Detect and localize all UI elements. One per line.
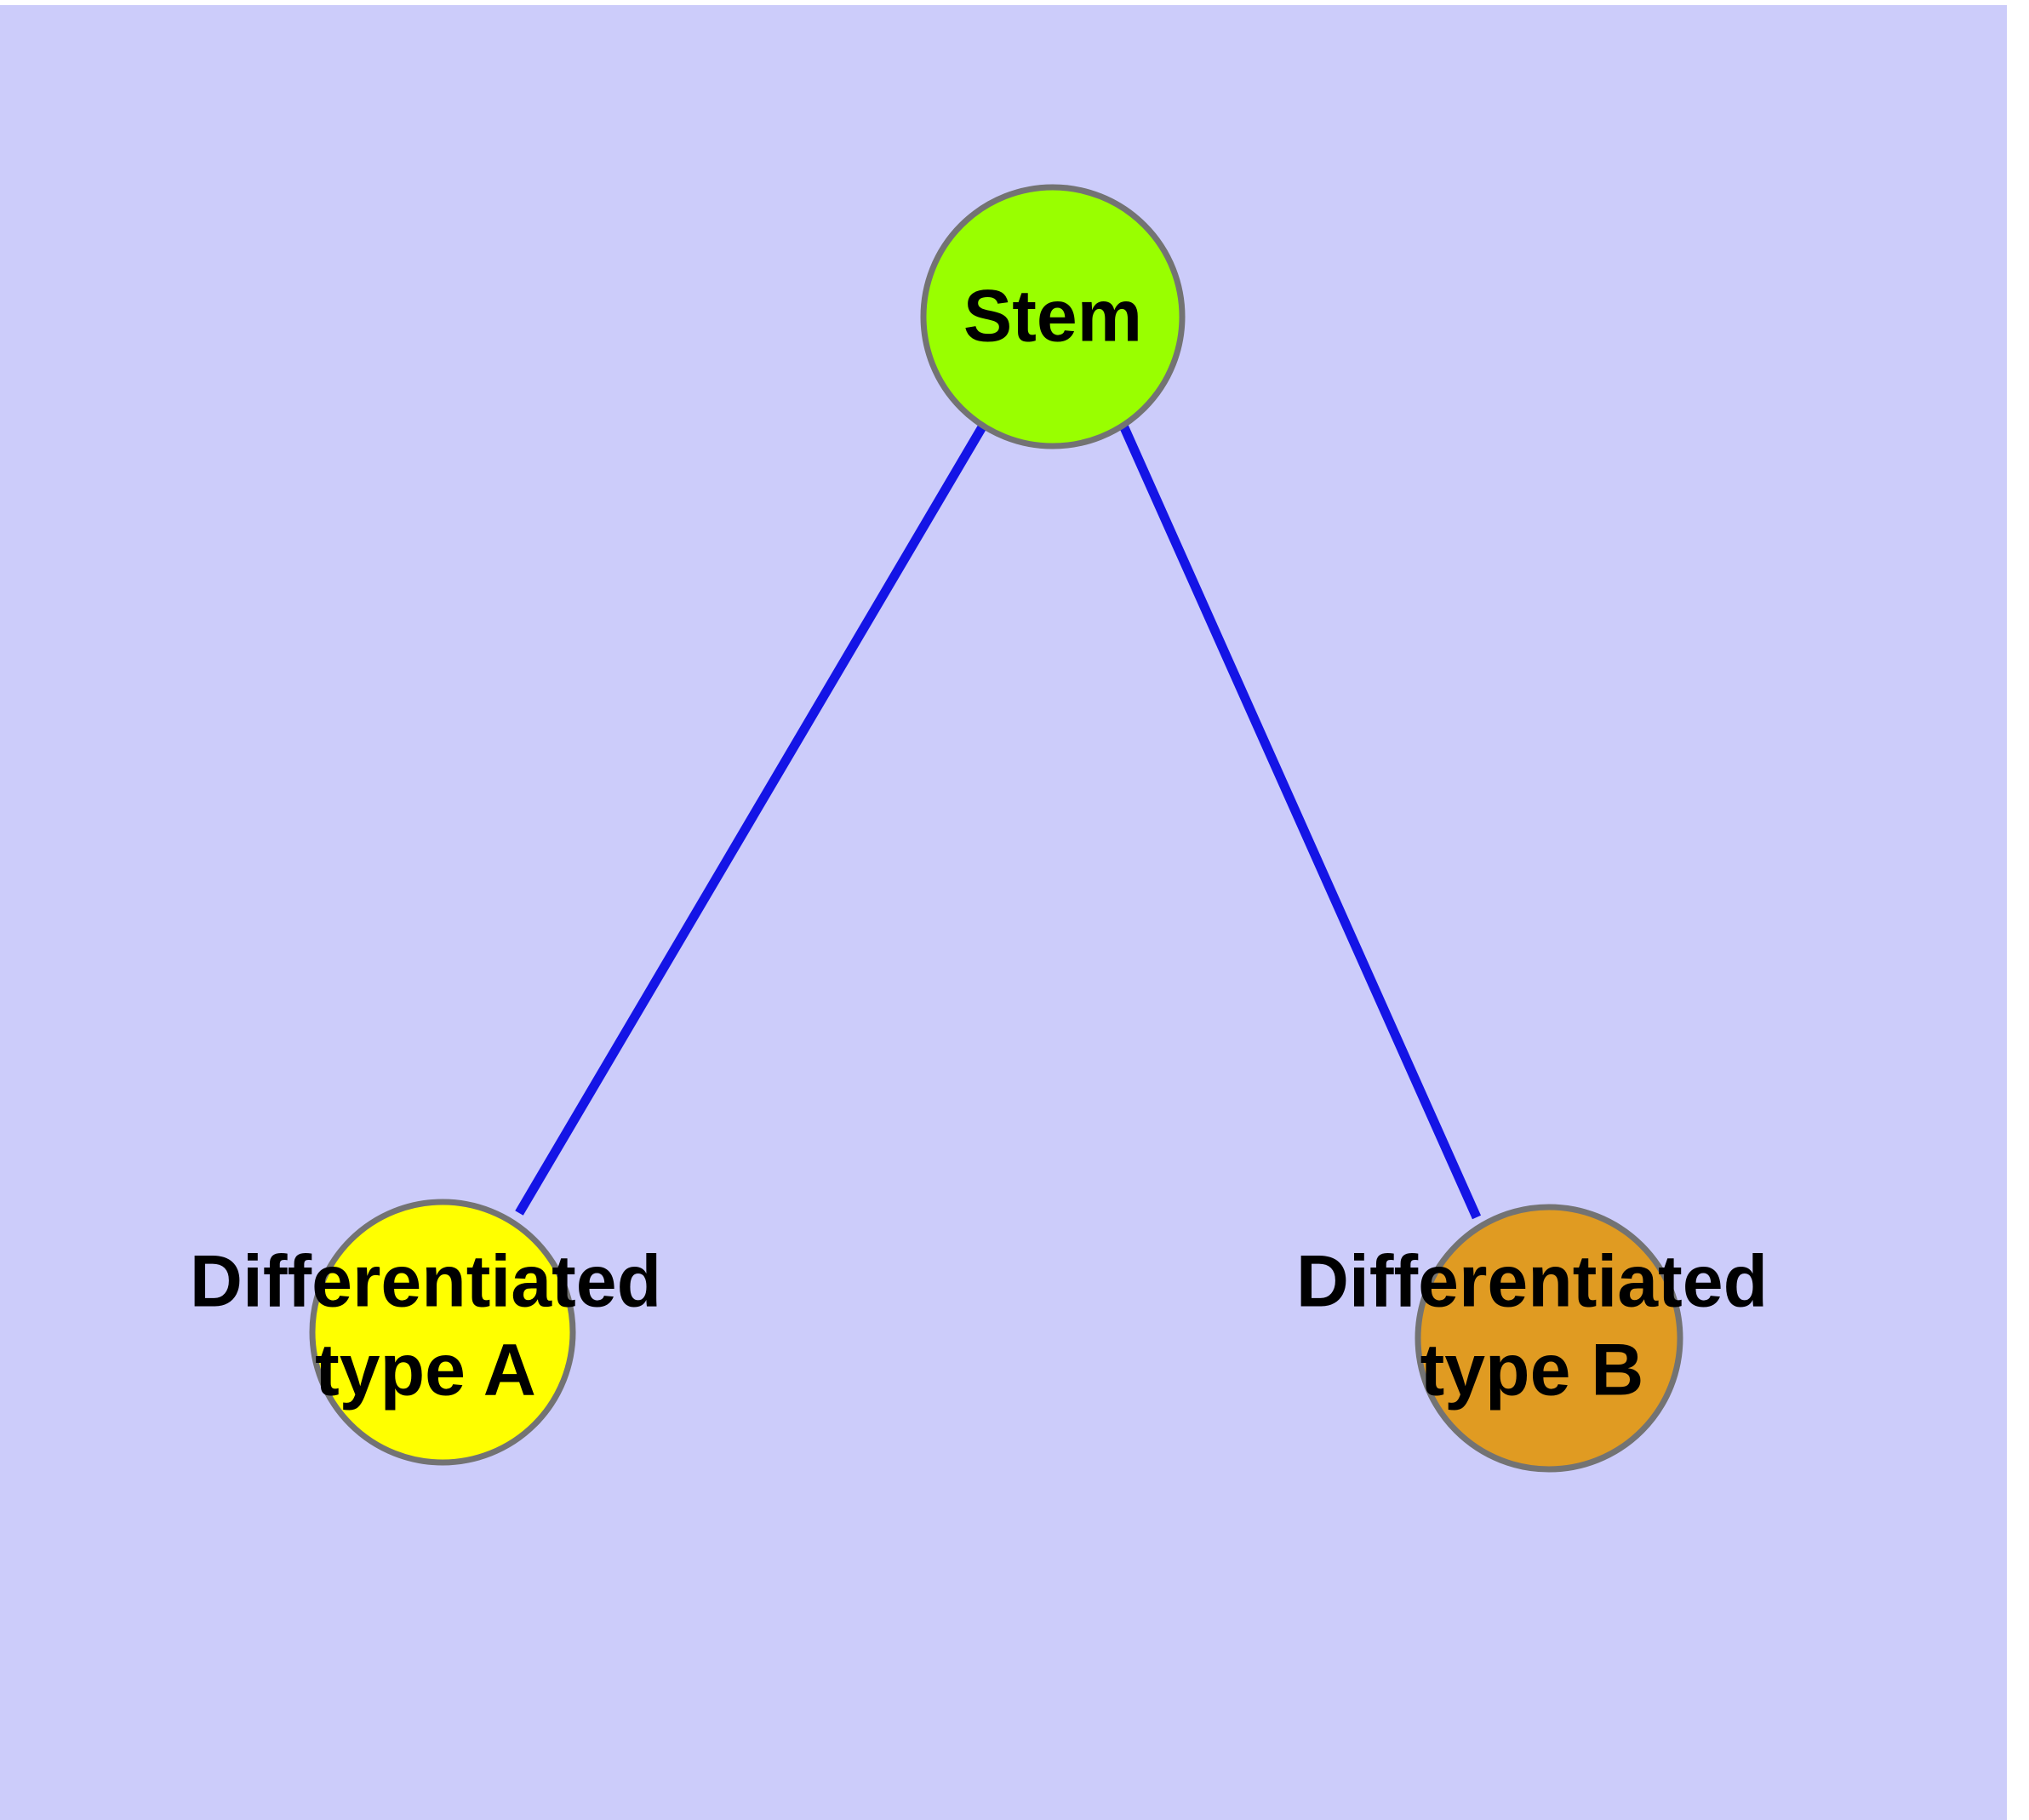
node-differentiated-type-b[interactable] <box>1415 1204 1683 1473</box>
node-stem-label: Stem <box>963 276 1142 358</box>
edge-stem-to-differentiated-type-b[interactable] <box>1118 423 1482 1220</box>
node-differentiated-type-a[interactable] <box>309 1199 576 1466</box>
edge-stem-to-differentiated-type-a[interactable] <box>515 423 987 1216</box>
edge-layer <box>515 423 1482 1220</box>
node-differentiated-type-b-label-line-1: Differentiated <box>1296 1241 1768 1323</box>
node-stem[interactable] <box>920 184 1186 449</box>
node-layer <box>309 184 1683 1473</box>
node-differentiated-type-b-circle[interactable] <box>1415 1204 1683 1473</box>
node-differentiated-type-b-label-line-2: type B <box>1420 1330 1644 1411</box>
node-differentiated-type-a-label-line-1: Differentiated <box>190 1241 661 1323</box>
node-differentiated-type-a-circle[interactable] <box>309 1199 576 1466</box>
node-differentiated-type-a-label-line-2: type A <box>315 1330 536 1411</box>
node-stem-circle[interactable] <box>920 184 1186 449</box>
label-layer: Stem Differentiated type A Differentiate… <box>190 276 1768 1411</box>
